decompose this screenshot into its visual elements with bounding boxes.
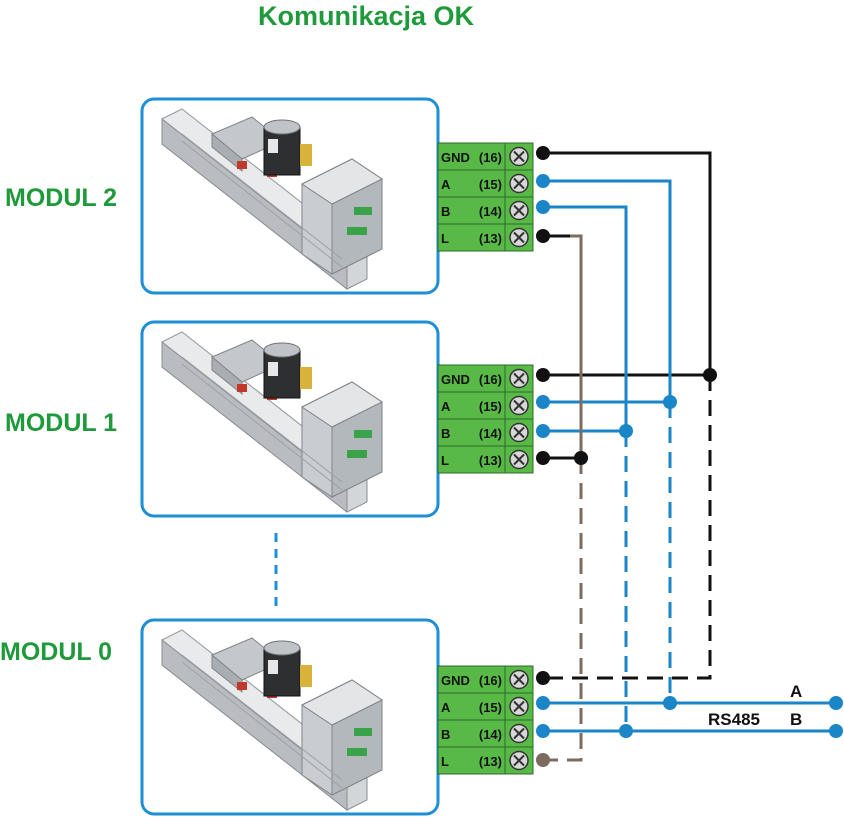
screw-slot xyxy=(513,754,525,767)
junction-dot xyxy=(663,696,677,710)
junction-dot xyxy=(663,395,677,409)
wires xyxy=(543,151,836,762)
wire-l xyxy=(543,234,583,458)
wire-a xyxy=(543,179,672,404)
junction-dot xyxy=(536,671,550,685)
wire-l-dashed xyxy=(543,458,583,762)
terminal-name: B xyxy=(441,426,450,441)
junction-dot xyxy=(619,424,633,438)
screw-slot xyxy=(513,204,525,217)
terminal-label-cell xyxy=(437,445,506,474)
junction-dot xyxy=(536,424,550,438)
bus-label-a: A xyxy=(790,682,802,701)
terminal-label-cell xyxy=(437,364,506,393)
terminal-name: B xyxy=(441,727,450,742)
diagram-title: Komunikacja OK xyxy=(258,1,475,31)
terminal-blocks: GND (16) A (15) B (14) L (13) GND (16) A (15) B (14) L… xyxy=(437,142,534,775)
terminal-label-cell xyxy=(437,169,506,198)
junction-dot xyxy=(703,368,717,382)
terminal-pin: (16) xyxy=(479,150,502,165)
screw-slot xyxy=(513,150,525,163)
terminal-name: L xyxy=(441,754,449,769)
terminal-pin: (13) xyxy=(479,453,502,468)
screw-slot xyxy=(513,453,525,466)
screw-slot xyxy=(513,426,525,439)
terminal-name: GND xyxy=(441,673,470,688)
terminal-pin: (13) xyxy=(479,231,502,246)
module-0: MODUL 0 xyxy=(0,618,440,816)
junction-dot xyxy=(829,724,843,738)
terminal-label-cell xyxy=(437,196,506,225)
terminal-name: A xyxy=(441,399,451,414)
terminal-pin: (15) xyxy=(479,177,502,192)
screw-slot xyxy=(513,177,525,190)
terminal-pin: (14) xyxy=(479,426,502,441)
junction-dot xyxy=(536,753,550,767)
screw-slot xyxy=(513,231,525,244)
terminal-pin: (14) xyxy=(479,727,502,742)
junction-dot xyxy=(536,395,550,409)
terminal-label-cell xyxy=(437,746,506,775)
junction-dot xyxy=(829,696,843,710)
terminal-pin: (16) xyxy=(479,372,502,387)
terminal-block: GND (16) A (15) B (14) L (13) xyxy=(437,364,534,474)
junction-dot xyxy=(574,451,588,465)
rs485-bus-labels: A RS485 B xyxy=(708,682,802,729)
terminal-name: B xyxy=(441,204,450,219)
terminal-label-cell xyxy=(437,223,506,252)
junction-dot xyxy=(536,696,550,710)
terminal-block: GND (16) A (15) B (14) L (13) xyxy=(437,665,534,775)
bus-label-b: B xyxy=(790,710,802,729)
module-label: MODUL 1 xyxy=(5,409,117,437)
module-1: MODUL 1 xyxy=(5,320,440,518)
screw-slot xyxy=(513,700,525,713)
terminal-label-cell xyxy=(437,142,506,171)
junction-dot xyxy=(536,451,550,465)
terminal-name: L xyxy=(441,231,449,246)
terminal-pin: (15) xyxy=(479,399,502,414)
terminal-pin: (15) xyxy=(479,700,502,715)
junction-dot xyxy=(536,724,550,738)
bus-label-rs485: RS485 xyxy=(708,710,760,729)
screw-slot xyxy=(513,727,525,740)
junction-dot xyxy=(536,174,550,188)
junction-dot xyxy=(619,724,633,738)
wire-b xyxy=(543,205,628,433)
terminal-name: GND xyxy=(441,150,470,165)
terminal-pin: (13) xyxy=(479,754,502,769)
module-label: MODUL 0 xyxy=(0,638,112,666)
junction-dot xyxy=(536,229,550,243)
terminal-name: L xyxy=(441,453,449,468)
screw-slot xyxy=(513,673,525,686)
terminal-pin: (14) xyxy=(479,204,502,219)
junction-dots xyxy=(536,146,843,767)
screw-slot xyxy=(513,372,525,385)
junction-dot xyxy=(536,146,550,160)
terminal-name: GND xyxy=(441,372,470,387)
junction-dot xyxy=(536,368,550,382)
module-2: MODUL 2 xyxy=(5,97,440,295)
screw-slot xyxy=(513,399,525,412)
junction-dot xyxy=(536,200,550,214)
terminal-block: GND (16) A (15) B (14) L (13) xyxy=(437,142,534,252)
terminal-pin: (16) xyxy=(479,673,502,688)
wire-gnd-dashed xyxy=(543,375,712,680)
module-label: MODUL 2 xyxy=(5,184,117,212)
terminal-name: A xyxy=(441,177,451,192)
terminal-name: A xyxy=(441,700,451,715)
